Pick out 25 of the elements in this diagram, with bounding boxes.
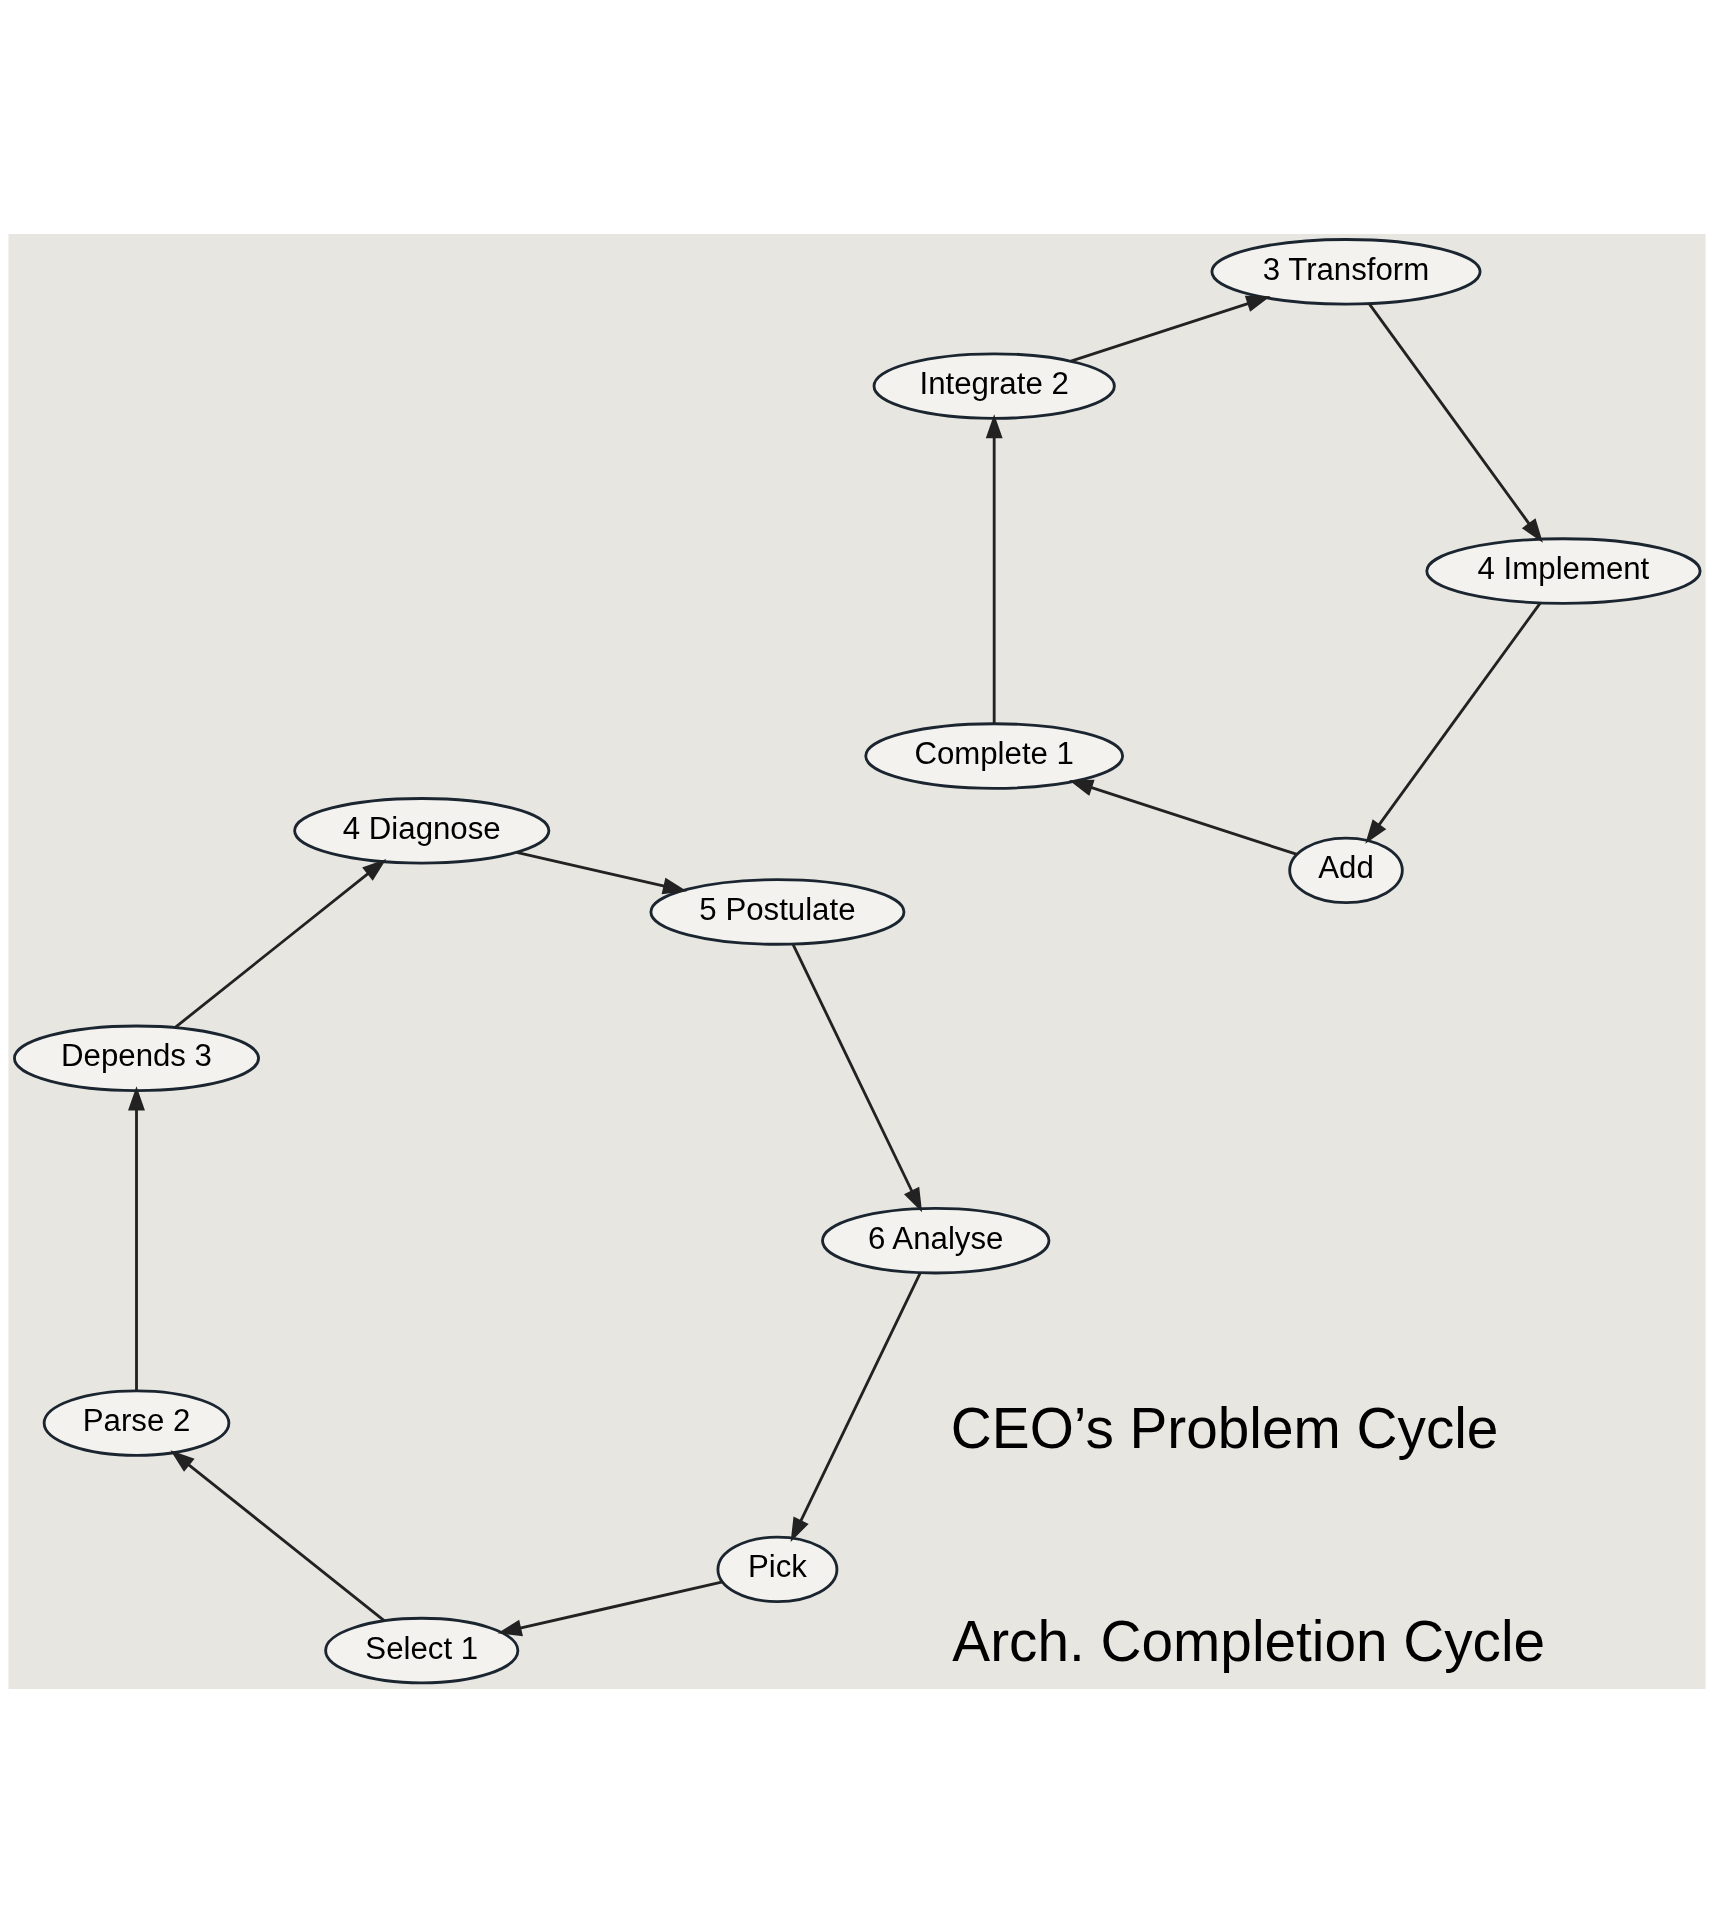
node-ellipse: Parse 2 (42, 1389, 231, 1457)
arrow (985, 414, 1003, 724)
arrow (1368, 302, 1543, 543)
label: CEO’s Problem Cycle (950, 1396, 1499, 1460)
arrow (497, 1580, 723, 1637)
node-ellipse: 4 Diagnose (293, 797, 551, 865)
node-ellipse: Depends 3 (13, 1024, 260, 1092)
arrow (1365, 602, 1542, 844)
node-ellipse: 4 Implement (1425, 537, 1702, 605)
node-ellipse: Add (1288, 836, 1404, 905)
node-ellipse: Integrate 2 (872, 352, 1116, 420)
arrow (1069, 779, 1298, 856)
arrow (170, 1450, 386, 1622)
arrow (174, 859, 387, 1029)
arrow (516, 851, 688, 895)
node-ellipse: Complete 1 (864, 722, 1124, 790)
node-ellipse: 6 Analyse (821, 1207, 1051, 1275)
arrow (790, 1272, 922, 1542)
arrow (128, 1086, 145, 1391)
node-ellipse: Select 1 (324, 1616, 520, 1685)
node-ellipse: 3 Transform (1210, 238, 1482, 306)
arrow (791, 943, 923, 1213)
node-ellipse: Pick (716, 1535, 839, 1604)
label: Arch. Completion Cycle (952, 1609, 1546, 1673)
arrow (1070, 295, 1271, 363)
